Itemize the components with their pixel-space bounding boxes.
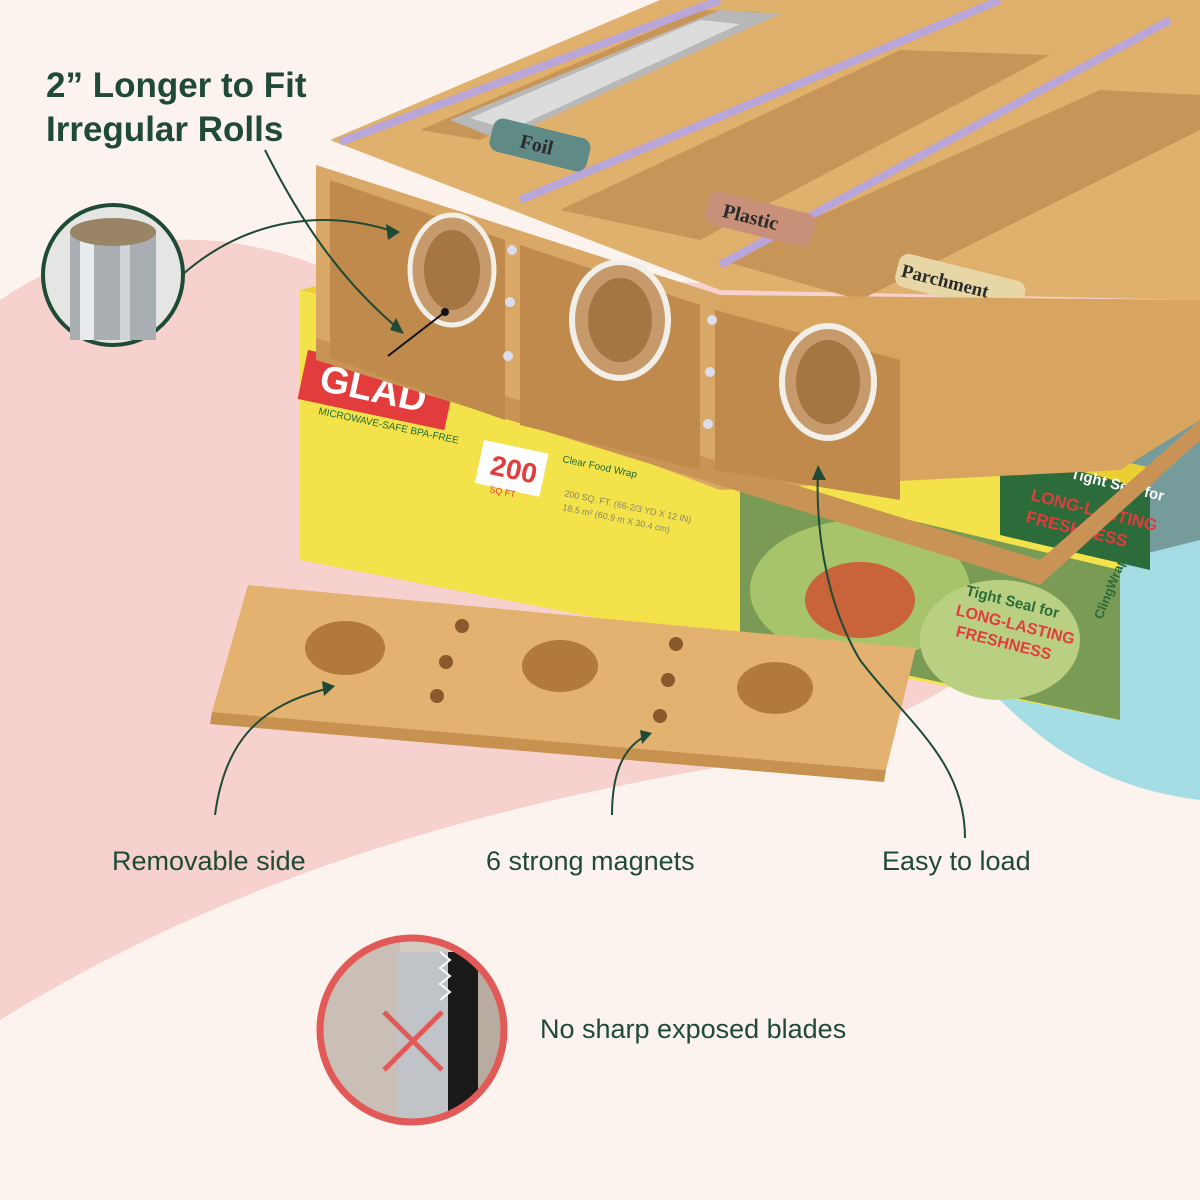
arrow-foil-zoom	[181, 219, 396, 276]
headline-line-2: Irregular Rolls	[46, 110, 284, 149]
arrow-load	[816, 469, 966, 839]
caption-removable-side: Removable side	[112, 846, 306, 876]
arrow-heads	[322, 224, 826, 744]
headline: 2” Longer to Fit Irregular Rolls	[46, 64, 307, 152]
foil-roll-zoom	[41, 203, 185, 347]
arrow-headline	[264, 149, 401, 331]
length-marker-dot	[441, 308, 449, 316]
length-marker-line	[387, 311, 446, 357]
caption-no-blades: No sharp exposed blades	[540, 1014, 847, 1044]
no-blades-illustration	[316, 934, 508, 1126]
caption-magnets: 6 strong magnets	[486, 846, 695, 876]
headline-line-1: 2” Longer to Fit	[46, 66, 307, 105]
removable-side-panel	[210, 585, 916, 782]
dispenser-front	[316, 165, 1200, 585]
dispenser: Foil Plastic Parchment	[330, 0, 1200, 315]
caption-easy-load: Easy to load	[882, 846, 1031, 876]
arrow-removable	[214, 687, 331, 816]
